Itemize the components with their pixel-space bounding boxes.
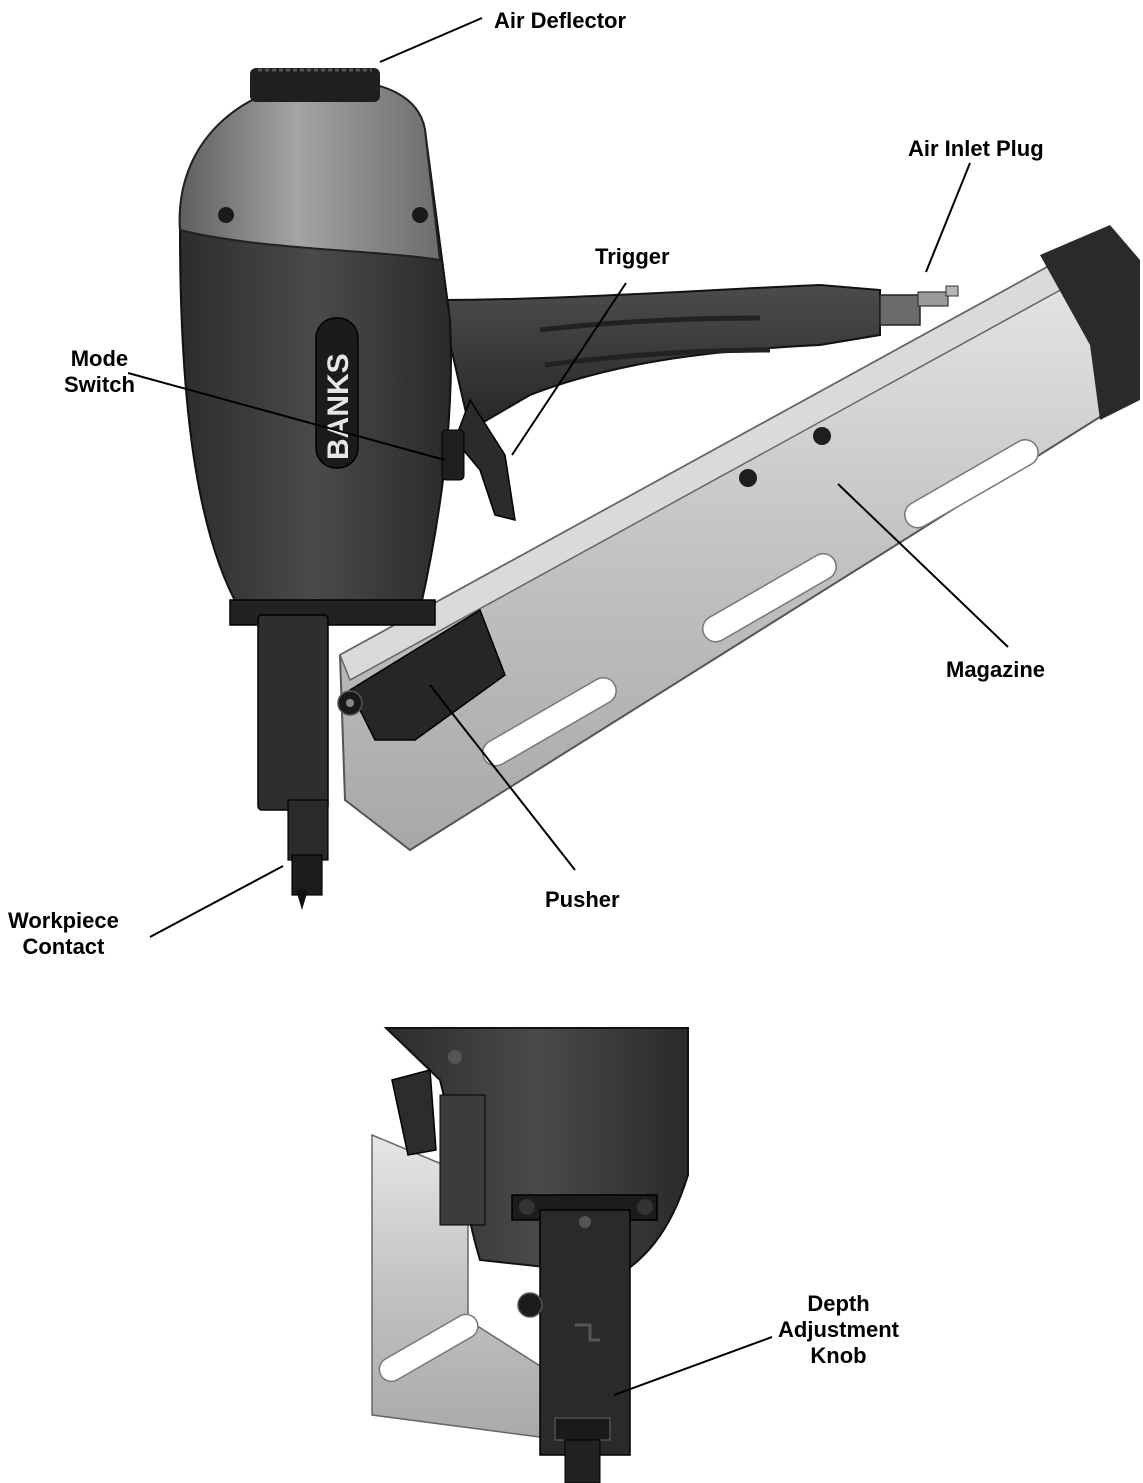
label-depth-line3: Knob [810,1343,867,1368]
pusher-part [337,608,506,741]
label-air-deflector: Air Deflector [494,8,627,33]
handle-grip [438,283,959,432]
label-trigger: Trigger [595,244,670,269]
label-workpiece-contact-line2: Contact [22,934,105,959]
label-depth-line1: Depth [807,1291,870,1316]
label-depth-adjustment-knob: Depth Adjustment Knob [778,1291,899,1369]
nose-contact [287,799,329,910]
magazine-rail [338,225,1140,852]
nailer-main-view: BANKS [178,68,1140,910]
leader-line-depth [613,1336,773,1396]
label-pusher: Pusher [545,887,620,912]
label-workpiece-contact: Workpiece Contact [8,908,119,960]
nailer-detail-view [371,1027,689,1483]
label-mode-switch-line2: Switch [64,372,135,397]
label-workpiece-contact-line1: Workpiece [8,908,119,933]
label-mode-switch-line1: Mode [70,346,129,371]
leader-lines-top [127,17,1009,938]
label-air-inlet-plug: Air Inlet Plug [908,136,1044,161]
main-housing [178,68,465,811]
label-depth-line2: Adjustment [778,1317,899,1342]
label-mode-switch: Mode Switch [64,346,135,398]
brand-logo: BANKS [322,353,355,460]
label-magazine: Magazine [946,657,1046,682]
